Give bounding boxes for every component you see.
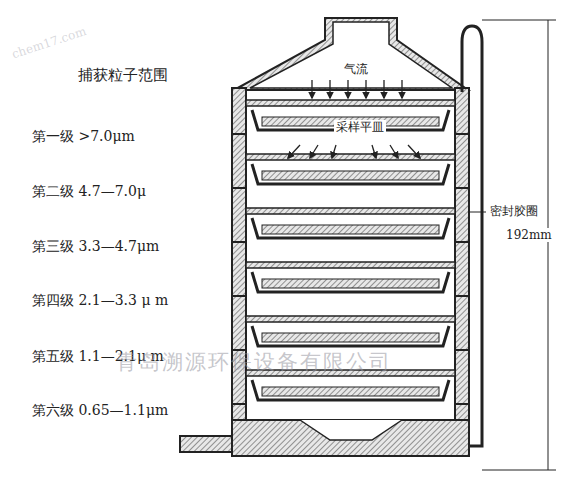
- stage-joint: [232, 241, 246, 243]
- nozzle-plate: [246, 316, 455, 322]
- airflow-arrows: [288, 80, 420, 158]
- part-label: 密封胶圈: [488, 204, 540, 218]
- agar-medium: [262, 225, 439, 234]
- stage-joint: [455, 187, 469, 189]
- nozzle-plate: [246, 100, 455, 106]
- stage-joint: [232, 133, 246, 135]
- flow-arrow: [347, 80, 348, 98]
- stage-range: 第六级 0.65—1.1μm: [32, 402, 168, 419]
- agar-medium: [262, 387, 439, 396]
- sample-dish: [252, 218, 449, 238]
- watermark: 青岛溯源环保设备有限公司: [116, 350, 392, 375]
- sample-dish: [252, 164, 449, 184]
- stage-joint: [455, 349, 469, 351]
- stage-joint: [455, 133, 469, 135]
- watermark: chem17.com: [10, 24, 88, 62]
- dish-label: 采样平皿: [334, 120, 386, 134]
- stage-joint: [455, 241, 469, 243]
- stage-joint: [455, 403, 469, 405]
- agar-medium: [262, 279, 439, 288]
- flow-arrow: [401, 80, 402, 98]
- stage-range: 第三级 3.3—4.7μm: [32, 238, 159, 255]
- nozzle-plate: [246, 154, 455, 160]
- flow-arrow: [408, 145, 420, 158]
- flow-arrow: [372, 145, 376, 158]
- flow-arrow: [311, 80, 312, 98]
- flow-arrow: [383, 80, 384, 98]
- dimension-label: 192mm: [504, 228, 554, 242]
- stage-joint: [232, 295, 246, 297]
- agar-medium: [262, 171, 439, 180]
- flow-arrow: [365, 80, 366, 98]
- agar-medium: [262, 333, 439, 342]
- flow-arrow: [288, 145, 300, 158]
- clamp-rod: [462, 26, 482, 446]
- stage-joint: [232, 403, 246, 405]
- flow-arrow: [390, 145, 398, 158]
- base-cavity: [300, 420, 402, 440]
- flow-arrow: [332, 145, 336, 158]
- dimension-tick: [482, 20, 556, 21]
- flow-arrow: [310, 145, 318, 158]
- heading: 捕获粒子范围: [78, 66, 168, 84]
- stage-joint: [455, 295, 469, 297]
- dimension-line: [548, 20, 549, 470]
- base: [232, 420, 469, 456]
- inlet-cone: [234, 18, 468, 90]
- stage-range: 第二级 4.7—7.0μ: [32, 183, 146, 200]
- sample-dish: [252, 380, 449, 400]
- flow-arrow: [329, 80, 330, 98]
- dimension-tick: [482, 470, 556, 471]
- stage-joint: [232, 187, 246, 189]
- right-wall: [455, 88, 469, 422]
- stage-range: 第四级 2.1—3.3 μ m: [32, 292, 168, 309]
- stage-range: 第一级 >7.0μm: [32, 128, 135, 145]
- outlet-pipe: [180, 436, 232, 452]
- nozzle-plate: [246, 262, 455, 268]
- sample-dish: [252, 272, 449, 292]
- airflow-label: 气流: [342, 62, 370, 76]
- inlet-cone-inner: [250, 22, 452, 88]
- sample-dish: [252, 326, 449, 346]
- nozzle-plate: [246, 208, 455, 214]
- leader-line: [470, 212, 486, 213]
